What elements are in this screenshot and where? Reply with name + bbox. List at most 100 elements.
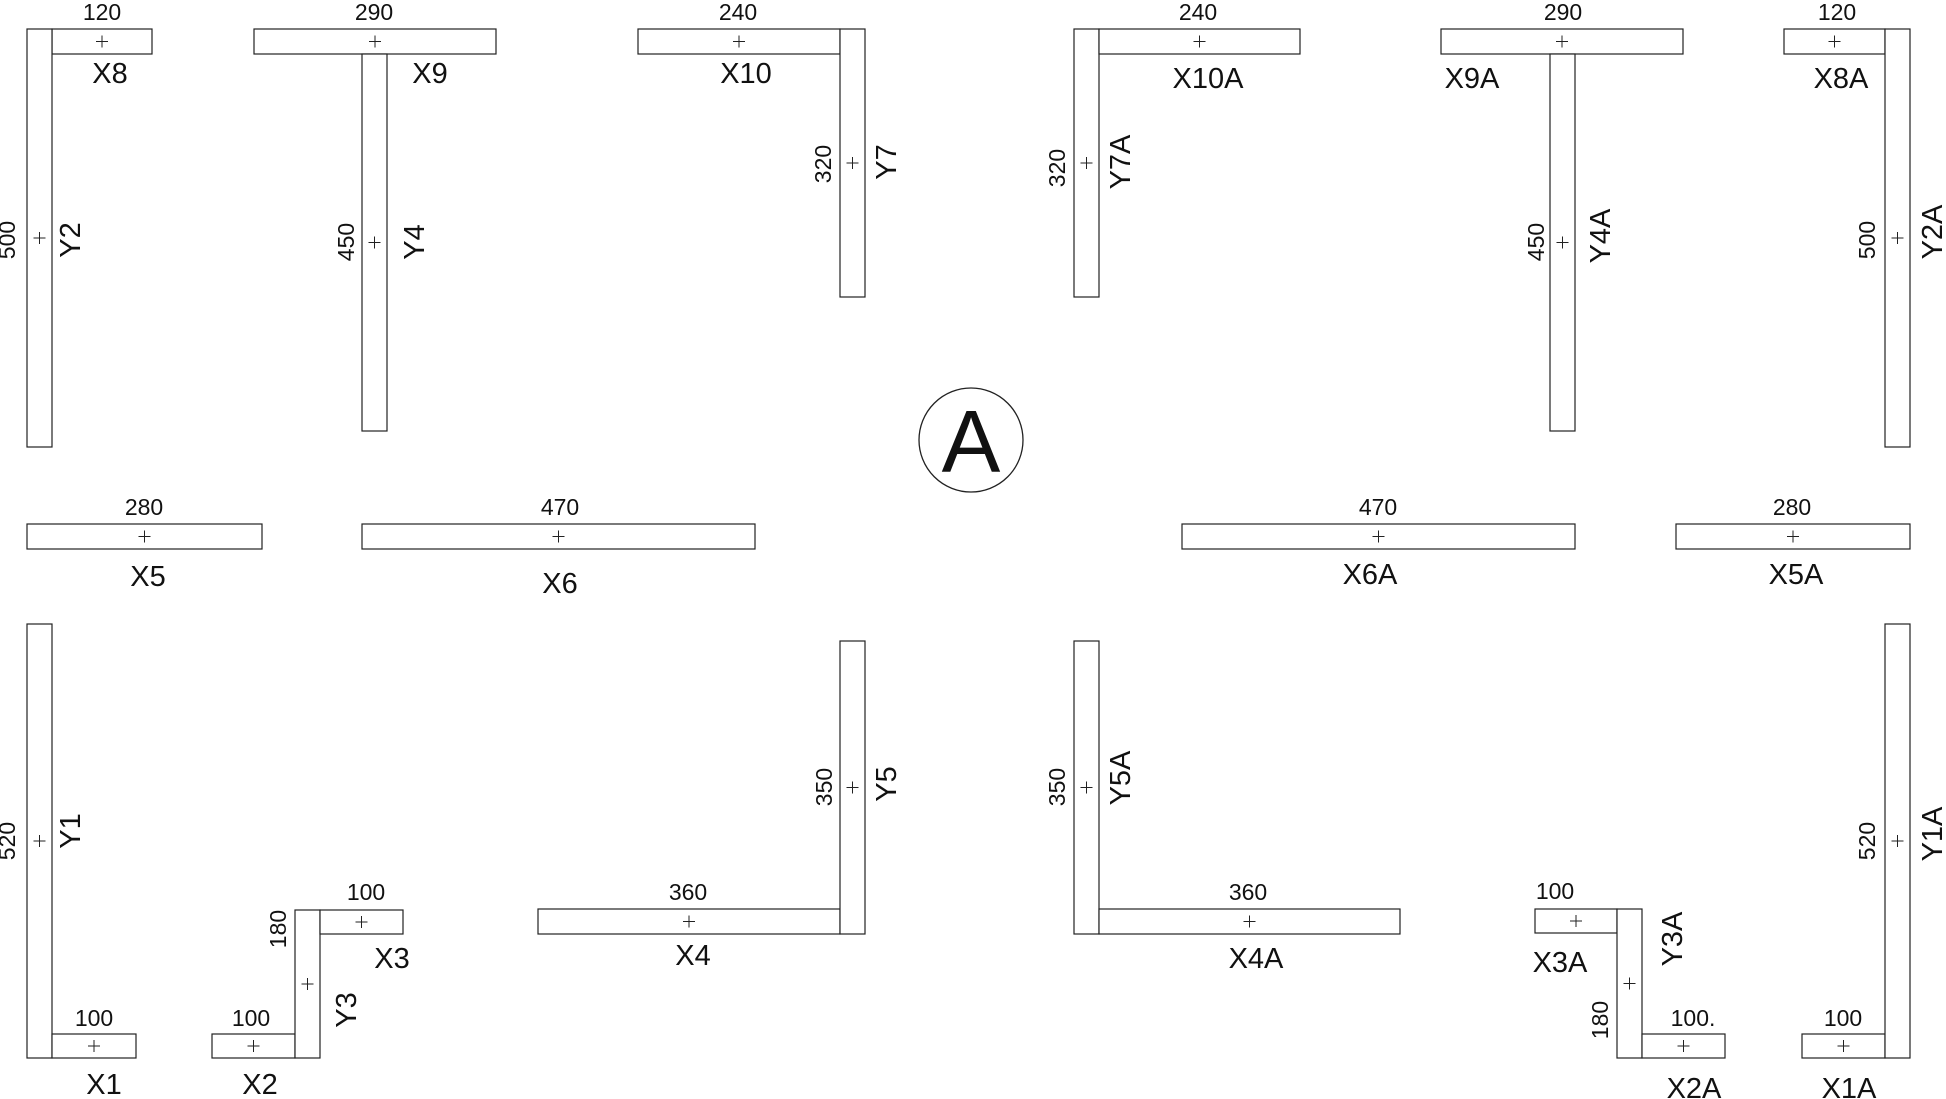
wall-y7a-dimension: 320 [1044,149,1070,187]
wall-x9a-label: X9A [1445,63,1500,95]
wall-x9-outline [253,28,497,55]
wall-y2a-label: Y2A [1917,204,1946,259]
wall-y2-dimension: 500 [0,221,20,259]
wall-x9-label: X9 [412,58,447,90]
wall-x2a: 100. X2A [1641,1005,1726,1099]
wall-y3-outline [294,909,321,1059]
wall-y3-dimension: 180 [265,910,291,948]
wall-x6-dimension: 470 [541,494,579,520]
wall-y4a-dimension: 450 [1523,223,1549,261]
wall-x4a-label: X4A [1229,943,1284,975]
wall-x3-dimension: 100 [347,879,385,905]
wall-y1-dimension: 520 [0,822,20,860]
wall-x8-label: X8 [92,58,127,90]
wall-x1-outline [51,1033,137,1059]
wall-x6a-label: X6A [1343,559,1398,591]
wall-x6-label: X6 [542,568,577,600]
wall-x10-label: X10 [720,58,772,90]
wall-y4a-outline [1549,53,1576,432]
wall-x1-dimension: 100 [75,1005,113,1031]
wall-x4-dimension: 360 [669,879,707,905]
wall-y4-dimension: 450 [333,223,359,261]
wall-y4a-label: Y4A [1585,208,1617,263]
wall-x4a-dimension: 360 [1229,879,1267,905]
wall-x2-label: X2 [242,1069,277,1099]
section-marker-letter: A [942,392,1001,491]
wall-x8a-label: X8A [1814,63,1869,95]
wall-x10a-label: X10A [1173,63,1245,95]
wall-y1-label: Y1 [55,813,87,848]
wall-y2: 500 Y2 [0,28,87,448]
wall-x10-dimension: 240 [719,0,757,25]
wall-y3a-label: Y3A [1657,911,1689,966]
wall-y5-dimension: 350 [811,768,837,806]
wall-y3a-dimension: 180 [1587,1001,1613,1039]
wall-y7-label: Y7 [871,144,903,179]
wall-x1a-label: X1A [1822,1073,1877,1099]
wall-x1a-dimension: 100 [1824,1005,1862,1031]
wall-x9-dimension: 290 [355,0,393,25]
wall-y7-dimension: 320 [810,145,836,183]
wall-x4-label: X4 [675,940,710,972]
wall-y7a: 320 Y7A [1044,28,1137,298]
section-marker-circle [918,387,1024,493]
wall-x8a-dimension: 120 [1818,0,1856,25]
wall-x9a-dimension: 290 [1544,0,1582,25]
wall-y1a: 520 Y1A [1854,623,1946,1059]
wall-y2-label: Y2 [55,222,87,257]
wall-x5-label: X5 [130,561,165,593]
wall-y5-label: Y5 [871,766,903,801]
wall-x2-dimension: 100 [232,1005,270,1031]
wall-y1: 520 Y1 [0,623,87,1059]
wall-y5a-label: Y5A [1105,750,1137,805]
wall-y1a-label: Y1A [1917,806,1946,861]
wall-y3a: 180 Y3A [1587,908,1689,1059]
wall-x6a-dimension: 470 [1359,494,1397,520]
wall-y4-label: Y4 [399,224,431,259]
section-marker: A [918,387,1024,493]
wall-y3-label: Y3 [331,992,363,1027]
wall-x10a-dimension: 240 [1179,0,1217,25]
wall-x3a-dimension: 100 [1536,878,1574,904]
wall-x8-dimension: 120 [83,0,121,25]
wall-x2a-dimension: 100. [1671,1005,1716,1031]
wall-y1-outline [26,623,53,1059]
wall-x3a-label: X3A [1533,947,1588,979]
wall-y7a-label: Y7A [1105,134,1137,189]
wall-y5a: 350 Y5A [1044,640,1137,935]
wall-y4a: 450 Y4A [1523,53,1617,432]
wall-y5a-dimension: 350 [1044,768,1070,806]
wall-y4: 450 Y4 [333,53,431,432]
wall-y5: 350 Y5 [811,640,903,935]
wall-x6-outline [361,523,756,550]
wall-x5a-dimension: 280 [1773,494,1811,520]
wall-x2a-label: X2A [1667,1073,1722,1099]
wall-x3-label: X3 [374,943,409,975]
wall-x5a-label: X5A [1769,559,1824,591]
wall-y2a-dimension: 500 [1854,221,1880,259]
wall-x1-label: X1 [86,1069,121,1099]
wall-y2a: 500 Y2A [1854,28,1946,448]
wall-y1a-dimension: 520 [1854,822,1880,860]
wall-y7: 320 Y7 [810,28,903,298]
